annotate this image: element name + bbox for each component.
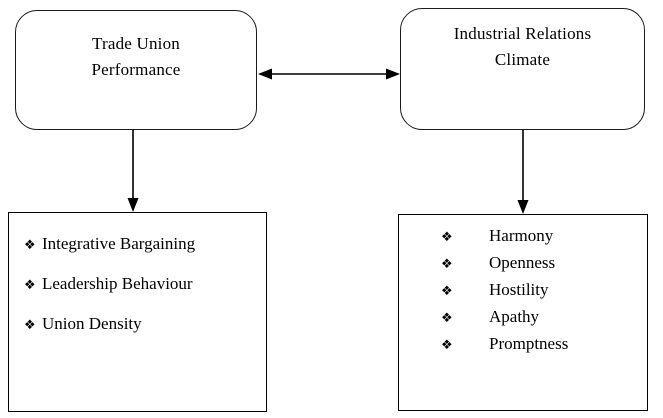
diamond-bullet-icon: ❖ bbox=[441, 257, 453, 272]
list-item-label: Integrative Bargaining bbox=[42, 234, 196, 253]
diamond-bullet-icon: ❖ bbox=[441, 338, 453, 353]
list-item-label: Hostility bbox=[489, 280, 549, 299]
climate-dimensions-list: ❖ Harmony ❖ Openness ❖ Hostility ❖ Apath… bbox=[441, 222, 568, 357]
diamond-bullet-icon: ❖ bbox=[24, 278, 36, 293]
climate-to-dimensions-arrow bbox=[517, 130, 529, 214]
diamond-bullet-icon: ❖ bbox=[24, 238, 36, 253]
bidirectional-link-arrow bbox=[258, 68, 400, 80]
list-item: ❖ Union Density bbox=[24, 304, 195, 344]
diamond-bullet-icon: ❖ bbox=[441, 284, 453, 299]
diamond-bullet-icon: ❖ bbox=[441, 230, 453, 245]
list-item: ❖ Harmony bbox=[441, 222, 568, 249]
list-item-label: Leadership Behaviour bbox=[42, 274, 193, 293]
list-item-label: Union Density bbox=[42, 314, 142, 333]
node-trade-union-performance-label: Trade Union Performance bbox=[91, 34, 181, 79]
trade-union-dimensions-list: ❖ Integrative Bargaining ❖ Leadership Be… bbox=[24, 224, 195, 344]
list-item: ❖ Apathy bbox=[441, 303, 568, 330]
node-climate-dimensions bbox=[398, 214, 648, 411]
list-item-label: Openness bbox=[489, 253, 556, 272]
list-item: ❖ Promptness bbox=[441, 330, 568, 357]
list-item: ❖ Leadership Behaviour bbox=[24, 264, 195, 304]
node-industrial-relations-climate: Industrial Relations Climate bbox=[400, 8, 645, 130]
trade-union-to-dimensions-arrow bbox=[127, 130, 139, 212]
list-item-label: Promptness bbox=[489, 334, 569, 353]
list-item: ❖ Openness bbox=[441, 249, 568, 276]
diamond-bullet-icon: ❖ bbox=[441, 311, 453, 326]
node-trade-union-performance: Trade Union Performance bbox=[15, 10, 257, 130]
list-item: ❖ Integrative Bargaining bbox=[24, 224, 195, 264]
list-item-label: Harmony bbox=[489, 226, 554, 245]
diamond-bullet-icon: ❖ bbox=[24, 318, 36, 333]
list-item: ❖ Hostility bbox=[441, 276, 568, 303]
node-trade-union-dimensions bbox=[8, 212, 267, 412]
node-industrial-relations-climate-label: Industrial Relations Climate bbox=[453, 24, 592, 69]
list-item-label: Apathy bbox=[489, 307, 540, 326]
